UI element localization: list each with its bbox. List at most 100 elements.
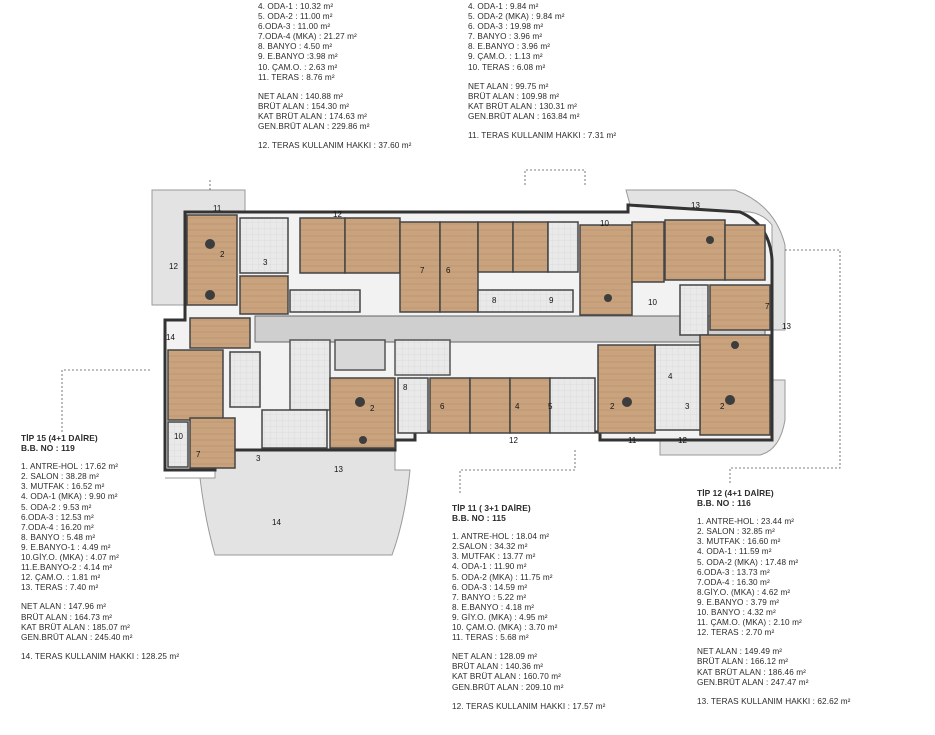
plan-label: 13 (782, 322, 791, 331)
room-area-line: 8.GİY.O. (MKA) : 4.62 m² (697, 587, 791, 597)
room-area-line: 9. E.BANYO : 3.79 m² (697, 597, 780, 607)
plan-label: 13 (334, 465, 343, 474)
room-area-line: 4. ODA-1 : 11.90 m² (452, 562, 527, 572)
room-area-line: 6. ODA-3 : 19.98 m² (468, 22, 544, 32)
plan-label: 12 (509, 436, 518, 445)
plan-label: 7 (196, 450, 201, 459)
room-area-line: 8. BANYO : 5.48 m² (21, 532, 96, 542)
room-area-line: 12. TERAS : 2.70 m² (697, 628, 775, 638)
plan-label: 3 (256, 454, 261, 463)
area-total-line: NET ALAN : 149.49 m² (697, 647, 783, 657)
room-area-line: 7.ODA-4 : 16.20 m² (21, 522, 94, 532)
area-total-line: NET ALAN : 128.09 m² (452, 652, 538, 662)
unit-bb-number: B.B. NO : 115 (452, 513, 506, 524)
terrace-usage-right: 14. TERAS KULLANIM HAKKI : 128.25 m² (21, 651, 180, 661)
area-total-line: KAT BRÜT ALAN : 160.70 m² (452, 672, 561, 682)
room-area-line: 1. ANTRE-HOL : 17.62 m² (21, 462, 119, 472)
room-area-line: 9. ÇAM.O. : 1.13 m² (468, 52, 543, 62)
area-total-line: KAT BRÜT ALAN : 130.31 m² (468, 101, 577, 111)
plan-label: 14 (166, 333, 175, 342)
room-area-line: 2.SALON : 34.32 m² (452, 542, 528, 552)
room-area-line: 5. ODA-2 (MKA) : 9.84 m² (468, 12, 565, 22)
room-area-line: 8. BANYO : 4.50 m² (258, 42, 333, 52)
plan-label: 2 (610, 402, 615, 411)
room-area-line: 6.ODA-3 : 13.73 m² (697, 567, 770, 577)
area-total-line: BRÜT ALAN : 109.98 m² (468, 91, 560, 101)
room-area-line: 1. ANTRE-HOL : 23.44 m² (697, 517, 795, 527)
unit-type-title: TİP 12 (4+1 DAİRE) (697, 488, 774, 498)
room-area-line: 1. ANTRE-HOL : 18.04 m² (452, 532, 550, 542)
terrace-bottom-left (165, 449, 411, 556)
plan-label: 11 (213, 204, 222, 213)
room-area-line: 5. ODA-2 : 9.53 m² (21, 502, 92, 512)
room-area-line: 4. ODA-1 : 10.32 m² (258, 2, 334, 11)
area-total-line: BRÜT ALAN : 164.73 m² (21, 612, 113, 622)
room-area-line: 6.ODA-3 : 11.00 m² (258, 22, 331, 32)
room-area-line: 2. SALON : 38.28 m² (21, 472, 99, 482)
room-area-line: 7.ODA-4 : 16.30 m² (697, 577, 770, 587)
terrace-usage-right: 12. TERAS KULLANIM HAKKI : 37.60 m² (258, 141, 412, 151)
area-total-line: GEN.BRÜT ALAN : 247.47 m² (697, 677, 809, 687)
area-total-line: KAT BRÜT ALAN : 185.07 m² (21, 622, 130, 632)
room-area-line: 11.E.BANYO-2 : 4.14 m² (21, 563, 113, 573)
room-area-line: 12. ÇAM.O. : 1.81 m² (21, 573, 101, 583)
area-total-line: BRÜT ALAN : 140.36 m² (452, 662, 544, 672)
plan-label: 2 (720, 402, 725, 411)
unit-spec-tip15: TİP 15 (4+1 DAİRE) B.B. NO : 119 1. ANTR… (21, 433, 179, 662)
plan-label: 14 (272, 518, 281, 527)
plan-label: 3 (263, 258, 268, 267)
room-area-line: 7. BANYO : 5.22 m² (452, 592, 527, 602)
plan-label: 5 (548, 402, 553, 411)
plan-label: 13 (691, 201, 700, 210)
area-total-line: BRÜT ALAN : 166.12 m² (697, 657, 789, 667)
unit-bb-number: B.B. NO : 119 (21, 443, 75, 454)
room-area-line: 3. MUTFAK : 16.60 m² (697, 537, 781, 547)
room-area-line: 9. E.BANYO-1 : 4.49 m² (21, 542, 111, 552)
area-total-line: NET ALAN : 140.88 m² (258, 91, 344, 101)
plan-label: 12 (169, 262, 178, 271)
room-area-line: 10. ÇAM.O. (MKA) : 3.70 m² (452, 623, 558, 633)
room-area-line: 10.GİY.O. (MKA) : 4.07 m² (21, 553, 119, 563)
room-area-line: 7. BANYO : 3.96 m² (468, 32, 543, 42)
plan-label: 2 (220, 250, 225, 259)
area-total-line: GEN.BRÜT ALAN : 209.10 m² (452, 682, 564, 692)
room-area-line: 8. E.BANYO : 4.18 m² (452, 602, 535, 612)
plan-label: 2 (370, 404, 375, 413)
room-area-line: 4. ODA-1 (MKA) : 9.90 m² (21, 492, 118, 502)
plan-label: 3 (685, 402, 690, 411)
plan-label: 6 (446, 266, 451, 275)
plan-label: 4 (515, 402, 520, 411)
room-area-line: 2. SALON : 32.85 m² (697, 527, 775, 537)
room-area-line: 4. ODA-1 : 9.84 m² (468, 2, 539, 11)
area-total-line: GEN.BRÜT ALAN : 245.40 m² (21, 632, 133, 642)
room-area-line: 5. ODA-2 : 11.00 m² (258, 12, 333, 22)
plan-label: 10 (600, 219, 609, 228)
room-area-line: 11. TERAS : 5.68 m² (452, 633, 529, 643)
unit-spec-tip12: TİP 12 (4+1 DAİRE) B.B. NO : 116 1. ANTR… (697, 488, 851, 707)
plan-label: 8 (403, 383, 408, 392)
terrace-usage-right: 13. TERAS KULLANIM HAKKI : 62.62 m² (697, 696, 851, 706)
plan-label: 12 (678, 436, 687, 445)
room-area-line: 9. E.BANYO :3.98 m² (258, 52, 338, 62)
area-total-line: GEN.BRÜT ALAN : 163.84 m² (468, 111, 580, 121)
room-area-line: 10. ÇAM.O. : 2.63 m² (258, 62, 338, 72)
unit-spec-tip11: TİP 11 ( 3+1 DAİRE) B.B. NO : 115 1. ANT… (452, 503, 606, 712)
area-total-line: NET ALAN : 99.75 m² (468, 81, 549, 91)
plan-label: 10 (648, 298, 657, 307)
unit-type-title: TİP 15 (4+1 DAİRE) (21, 433, 98, 443)
area-total-line: KAT BRÜT ALAN : 186.46 m² (697, 667, 806, 677)
room-area-line: 3. MUTFAK : 16.52 m² (21, 482, 105, 492)
plan-label: 4 (668, 372, 673, 381)
room-area-line: 6. ODA-3 : 14.59 m² (452, 582, 528, 592)
area-total-line: BRÜT ALAN : 154.30 m² (258, 101, 350, 111)
room-area-line: 8. E.BANYO : 3.96 m² (468, 42, 551, 52)
plan-label: 9 (549, 296, 554, 305)
room-area-line: 11. ÇAM.O. (MKA) : 2.10 m² (697, 618, 802, 628)
room-area-line: 11. TERAS : 8.76 m² (258, 72, 335, 82)
room-area-line: 6.ODA-3 : 12.53 m² (21, 512, 94, 522)
room-area-line: 10. TERAS : 6.08 m² (468, 62, 546, 72)
room-area-line: 9. GİY.O. (MKA) : 4.95 m² (452, 612, 548, 622)
